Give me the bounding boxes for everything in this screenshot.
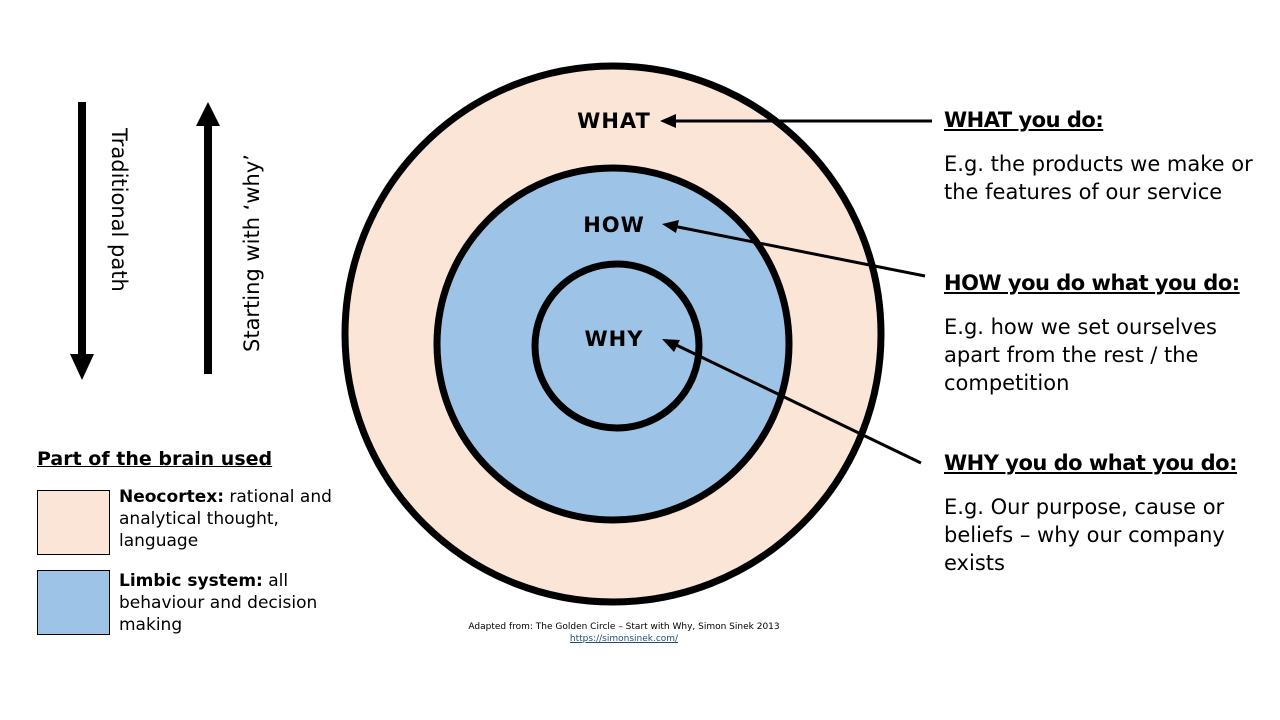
neocortex-swatch [37,490,110,555]
arrow-why-head [662,339,680,352]
why-heading: WHY you do what you do: [944,451,1238,475]
arrow-what-head [660,114,676,128]
traditional-arrow-shaft [78,102,86,354]
why-description: E.g. Our purpose, cause or beliefs – why… [944,495,1225,575]
source-link[interactable]: https://simonsinek.com/ [569,634,679,644]
what-label: WHAT [577,109,651,133]
how-description: E.g. how we set ourselves apart from the… [944,315,1217,395]
what-description: E.g. the products we make or the feature… [944,152,1253,204]
neocortex-description: rational and analytical thought, languag… [119,487,332,551]
starting-with-why-label: Starting with ‘why’ [240,154,264,352]
source-credit: Adapted from: The Golden Circle – Start … [468,622,780,632]
traditional-path-label: Traditional path [107,128,131,292]
neocortex-term: Neocortex: [119,487,224,507]
limbic-description: all behaviour and decision making [119,571,318,635]
limbic-swatch [37,570,110,635]
limbic-legend-text: Limbic system: all behaviour and decisio… [119,570,354,636]
legend-title: Part of the brain used [37,448,273,470]
arrow-why [667,339,922,465]
why-arrow-head [196,102,220,126]
why-label: WHY [584,327,644,351]
how-label: HOW [583,213,645,237]
what-heading: WHAT you do: [944,108,1104,132]
neocortex-legend-text: Neocortex: rational and analytical thoug… [119,486,354,552]
traditional-arrow-head [70,354,94,380]
inner-circle-why [531,260,703,432]
limbic-term: Limbic system: [119,571,263,591]
arrow-how [667,223,926,278]
how-heading: HOW you do what you do: [944,271,1240,295]
why-arrow-shaft [204,124,212,374]
arrow-how-head [662,220,679,233]
